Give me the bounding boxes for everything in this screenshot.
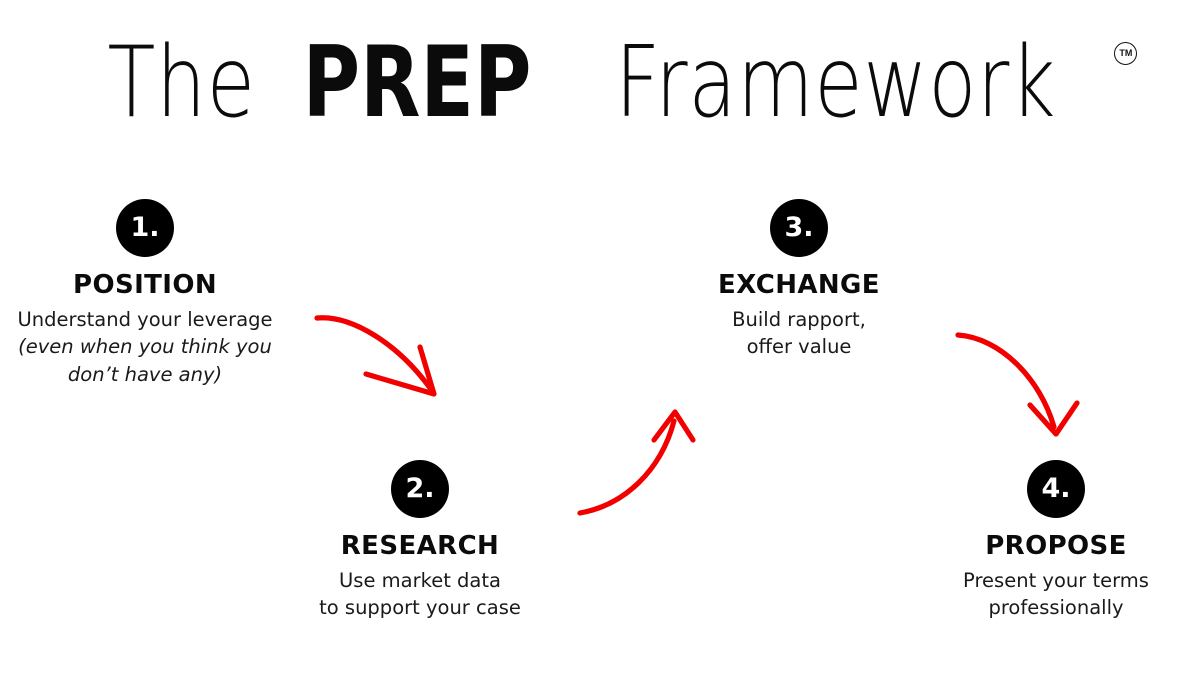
step-desc-research-line2: to support your case	[319, 596, 521, 620]
step-desc-exchange-line1: Build rapport,	[732, 307, 866, 331]
step-number-badge-1: 1.	[116, 199, 174, 257]
title-word-prep: PREP	[302, 26, 532, 140]
step-exchange[interactable]: 3. EXCHANGE Build rapport, offer value	[668, 199, 930, 361]
title-word-framework: Framework	[615, 26, 1057, 140]
title-word-the: The	[107, 26, 256, 140]
step-note-position-line1: (even when you think you	[18, 335, 272, 359]
page-title: The PREP Framework TM	[0, 34, 1200, 132]
step-note-position-line2: don’t have any)	[67, 362, 223, 386]
step-desc-propose-line1: Present your terms	[963, 568, 1149, 592]
page-title-inner: The PREP Framework TM	[89, 26, 1138, 140]
arrow-exchange-to-propose-icon	[955, 332, 1080, 437]
step-position[interactable]: 1. POSITION Understand your leverage (ev…	[0, 199, 290, 389]
step-title-position: POSITION	[72, 270, 218, 300]
step-desc-position: Understand your leverage	[17, 307, 273, 331]
arrow-research-to-exchange-icon	[577, 409, 696, 516]
step-desc-research-line1: Use market data	[339, 568, 501, 592]
step-desc-exchange-line2: offer value	[746, 335, 852, 359]
step-number-badge-3: 3.	[770, 199, 828, 257]
step-title-research: RESEARCH	[340, 531, 500, 561]
step-desc-propose-line2: professionally	[988, 596, 1124, 620]
arrow-position-to-research-icon	[314, 315, 437, 397]
step-title-propose: PROPOSE	[985, 531, 1127, 561]
trademark-icon: TM	[1114, 42, 1138, 65]
step-title-exchange: EXCHANGE	[718, 270, 880, 300]
step-number-badge-4: 4.	[1027, 460, 1085, 518]
step-number-badge-2: 2.	[391, 460, 449, 518]
step-propose[interactable]: 4. PROPOSE Present your terms profession…	[921, 460, 1191, 622]
step-research[interactable]: 2. RESEARCH Use market data to support y…	[285, 460, 555, 622]
